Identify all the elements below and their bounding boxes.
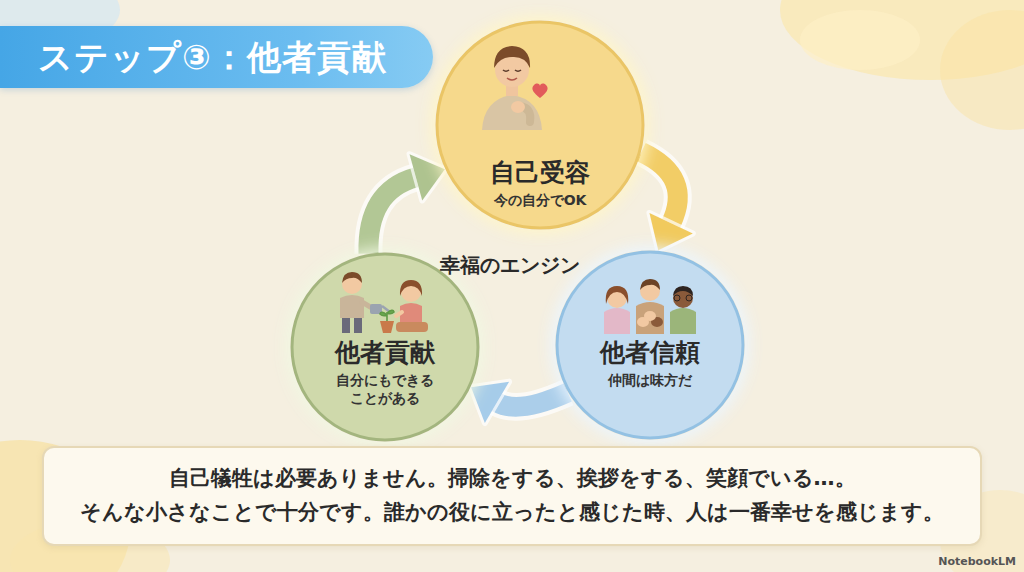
circle-outline — [292, 254, 478, 440]
circle-texts: 他者貢献自分にもできる ことがある — [290, 338, 480, 407]
circle-texts: 他者信頼仲間は味方だ — [555, 338, 745, 389]
arrow-shaft — [368, 177, 415, 253]
cycle-circle: 他者信頼仲間は味方だ — [555, 250, 745, 440]
caption-text: 自己犠牲は必要ありません。掃除をする、挨拶をする、笑顔でいる…。 そんな小さなこ… — [64, 462, 960, 529]
cycle-arrow — [368, 154, 444, 253]
cycle-circle: 他者貢献自分にもできる ことがある — [290, 252, 480, 442]
circle-outline — [557, 252, 743, 438]
arrow-shaft — [497, 393, 568, 407]
circle-heading: 他者貢献 — [318, 338, 452, 368]
title-banner: ステップ③：他者貢献 — [0, 26, 433, 88]
arrow-head — [471, 382, 509, 423]
title-text: ステップ③：他者貢献 — [0, 26, 387, 88]
watermark: NotebookLM — [938, 555, 1016, 568]
cycle-arrow — [641, 152, 692, 250]
center-label: 幸福のエンジン — [440, 253, 580, 277]
arrow-head-glow — [471, 382, 509, 423]
self-acceptance-person — [482, 46, 548, 130]
arrow-head-glow — [410, 154, 445, 200]
arrow-glow — [368, 177, 415, 253]
circle-subtext: 今の自分でOK — [463, 191, 617, 209]
trust-people — [604, 279, 696, 334]
circle-texts: 自己受容今の自分でOK — [435, 158, 645, 209]
caption-box: 自己犠牲は必要ありません。掃除をする、挨拶をする、笑顔でいる…。 そんな小さなこ… — [42, 446, 982, 546]
cycle-circle: 自己受容今の自分でOK — [435, 20, 645, 230]
circle-subtext: 仲間は味方だ — [583, 371, 717, 389]
circle-outline — [437, 22, 643, 228]
contribution-people — [340, 272, 428, 333]
cycle-arrow — [471, 382, 568, 423]
arrow-head — [410, 154, 445, 200]
circle-heading: 自己受容 — [463, 158, 617, 188]
circle-subtext: 自分にもできる ことがある — [318, 371, 452, 407]
circle-heading: 他者信頼 — [583, 338, 717, 368]
arrow-head — [649, 213, 692, 250]
arrow-head-glow — [649, 213, 692, 250]
arrow-glow — [497, 393, 568, 407]
